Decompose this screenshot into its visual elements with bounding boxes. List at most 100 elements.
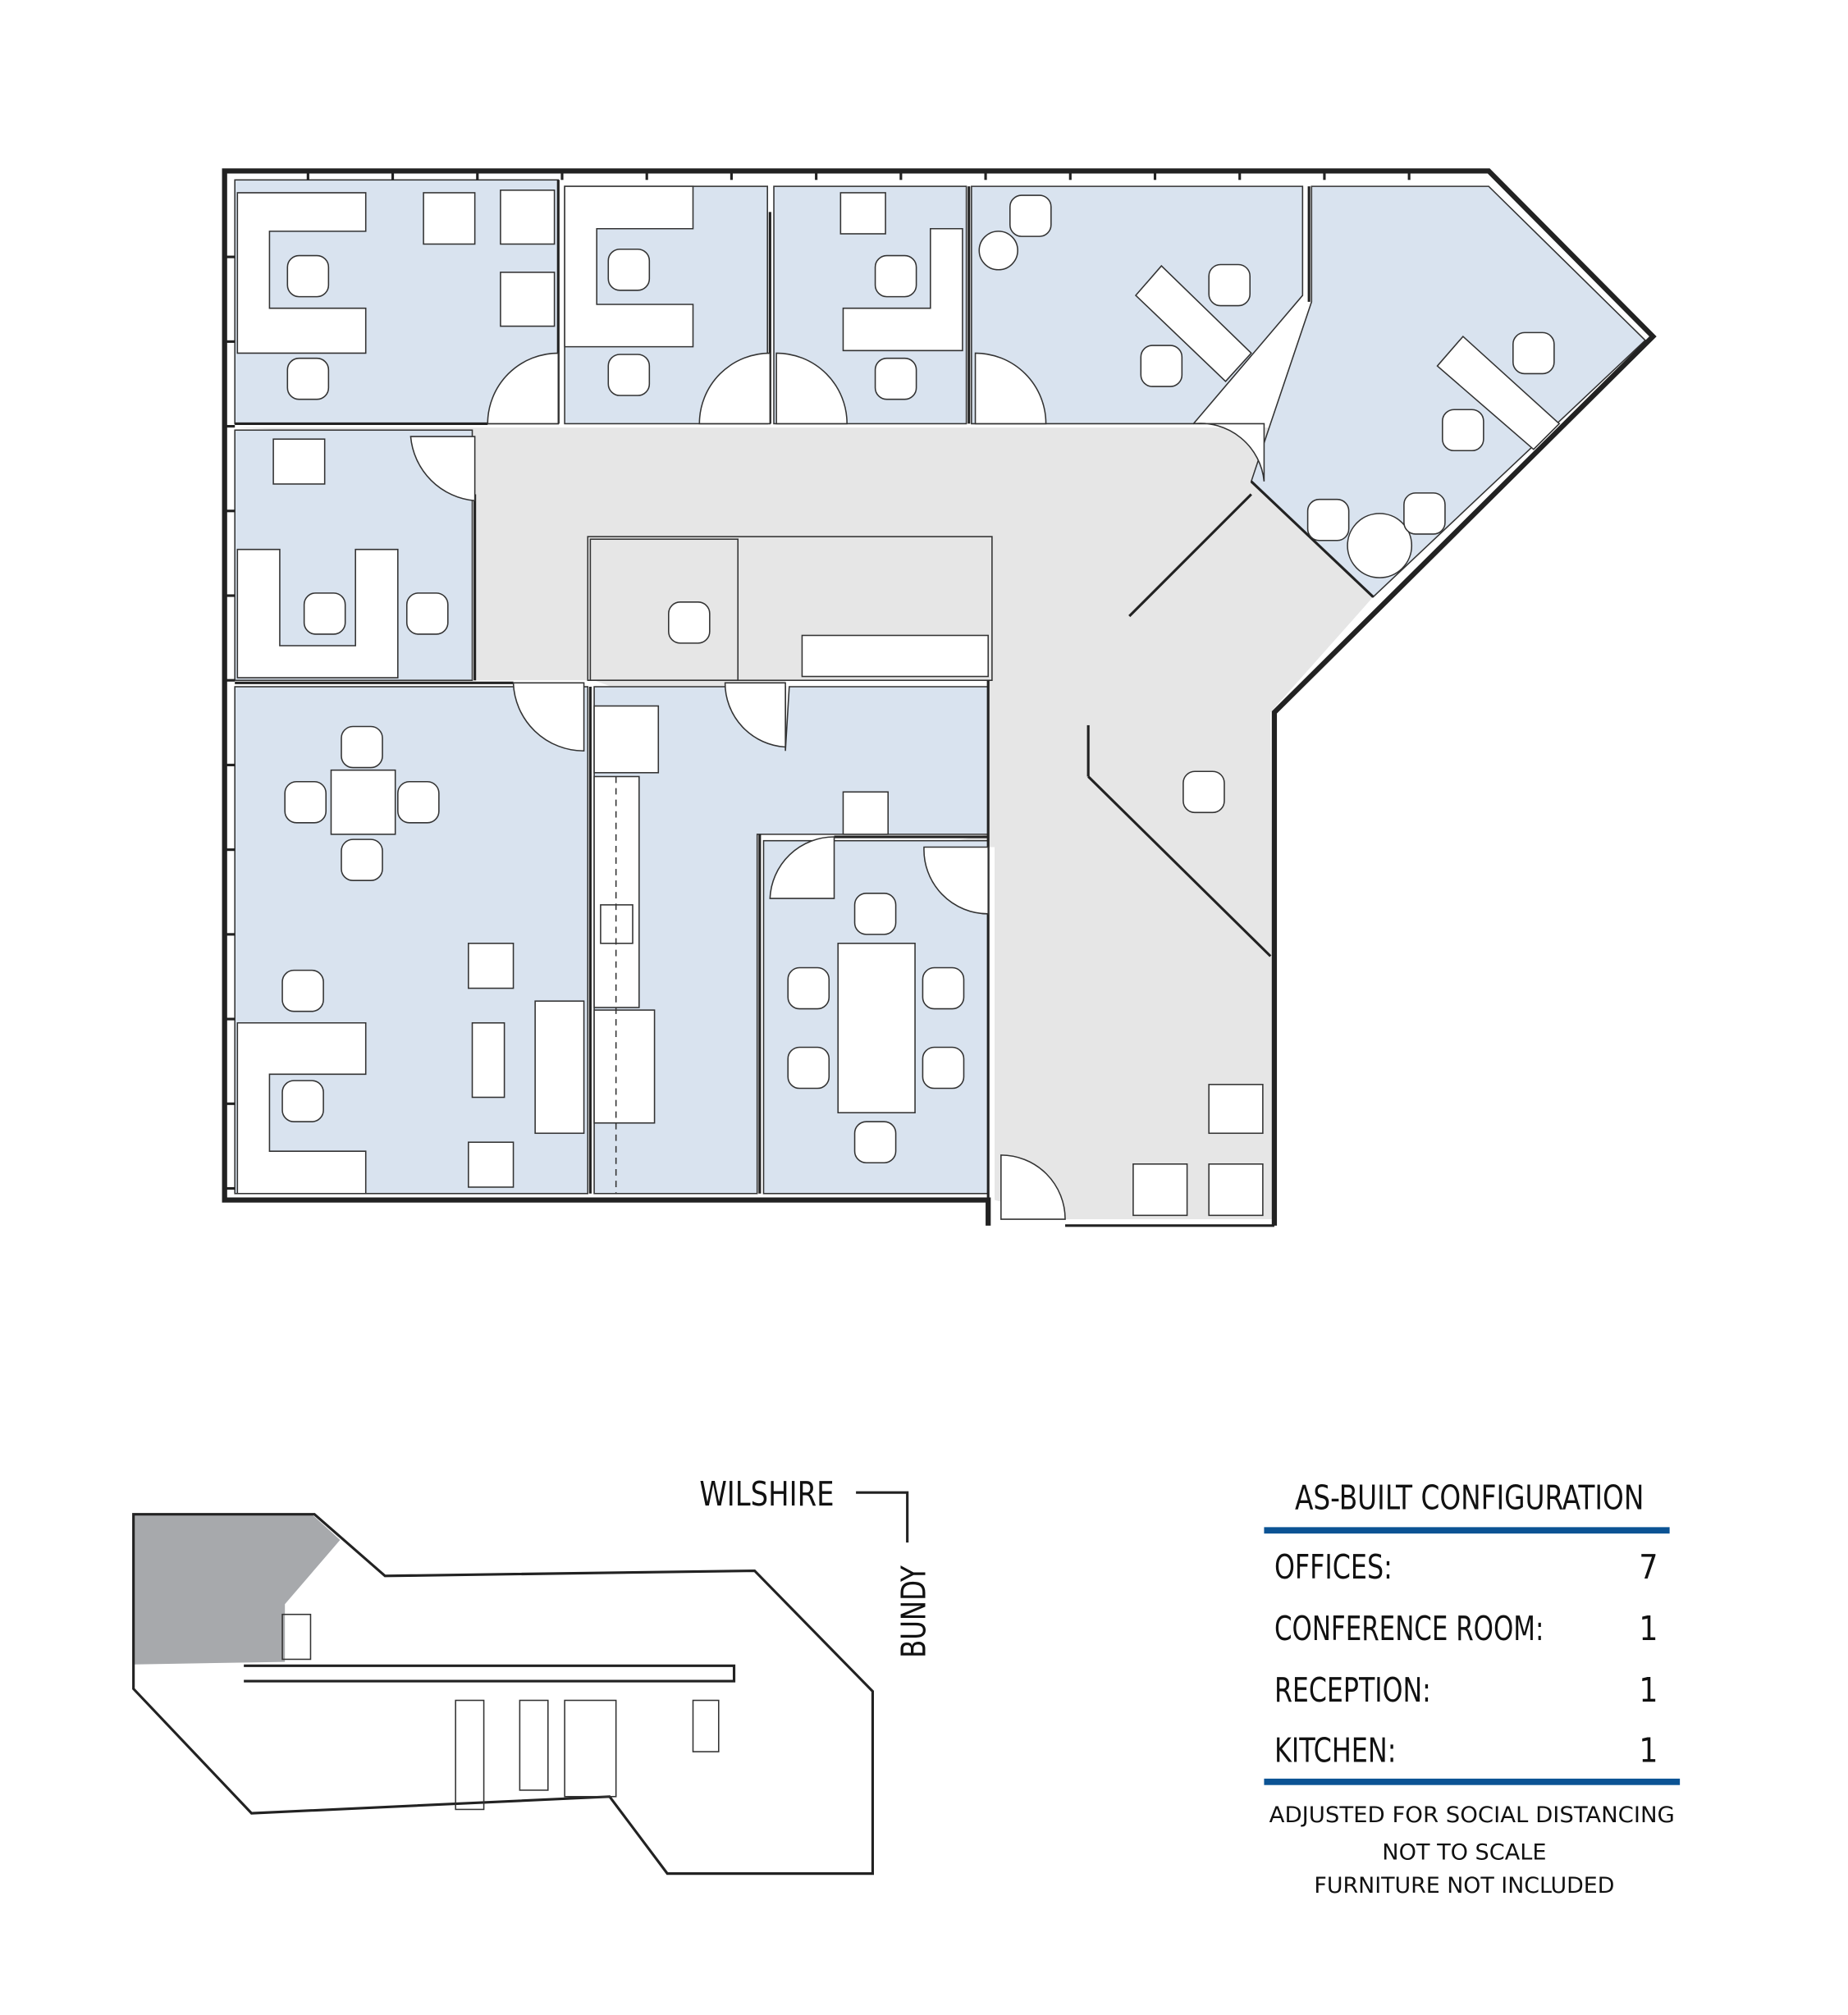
desk-office-4 <box>1134 264 1252 382</box>
chair <box>303 592 346 635</box>
chair <box>281 1080 324 1122</box>
armchair <box>468 943 515 989</box>
desk-office-7 <box>236 1021 367 1195</box>
chair <box>787 1046 830 1090</box>
door-suite-entry[interactable] <box>1000 1154 1066 1220</box>
legend-row-value: 1 <box>1639 1609 1658 1648</box>
chair <box>607 354 651 396</box>
legend-note: NOT TO SCALE <box>1382 1839 1546 1865</box>
chair <box>1512 331 1555 375</box>
desk-office-6 <box>236 548 399 679</box>
chair <box>787 966 830 1010</box>
chair <box>922 1046 965 1090</box>
reception-enclosure <box>587 536 993 681</box>
door-office-3[interactable] <box>775 352 848 425</box>
key-plan-elevators <box>281 1613 720 1811</box>
armchair <box>500 272 556 327</box>
doors <box>409 352 1265 1220</box>
street-label-wilshire: WILSHIRE <box>699 1474 834 1514</box>
legend-note: FURNITURE NOT INCLUDED <box>1314 1873 1614 1898</box>
armchair <box>1132 1163 1188 1217</box>
chair <box>405 592 449 635</box>
configuration-legend: AS-BUILT CONFIGURATION OFFICES: 7 CONFER… <box>1264 1478 1681 1898</box>
chair <box>874 254 917 298</box>
chairs <box>281 194 1555 1164</box>
window-mullions <box>224 171 1411 1190</box>
chair <box>341 725 383 769</box>
armchair <box>1208 1163 1264 1217</box>
armchair <box>468 1141 515 1188</box>
conference-table <box>837 943 916 1114</box>
kitchen-sink <box>600 904 634 944</box>
door-kitchen[interactable] <box>724 682 786 748</box>
legend-row-value: 1 <box>1639 1670 1658 1710</box>
door-conference[interactable] <box>769 836 835 899</box>
street-label-bundy: BUNDY <box>894 1565 934 1658</box>
legend-row-label: OFFICES: <box>1274 1547 1393 1587</box>
chair <box>922 966 965 1010</box>
reception-counter <box>801 634 989 678</box>
armchair <box>423 192 476 245</box>
desk-office-3 <box>842 227 963 352</box>
reception-desk <box>589 538 739 681</box>
exterior-wall <box>222 168 1657 1226</box>
chair <box>1009 194 1052 237</box>
legend-bottom-rule <box>1264 1778 1681 1785</box>
key-plan-outline <box>132 1513 875 1876</box>
chair <box>853 1121 897 1164</box>
chair <box>286 254 330 298</box>
round-table <box>1347 513 1413 578</box>
interior-walls <box>235 180 1375 1200</box>
door-office-5[interactable] <box>1193 423 1265 482</box>
chair <box>1140 345 1183 387</box>
refrigerator <box>593 705 660 774</box>
chair <box>284 780 327 824</box>
chair <box>1182 770 1225 814</box>
desk-office-2 <box>564 185 694 348</box>
legend-row-label: RECEPTION: <box>1274 1670 1431 1710</box>
chair <box>1208 263 1251 307</box>
key-plan-core <box>244 1664 736 1683</box>
sofa <box>534 1000 585 1135</box>
cabinet <box>839 192 886 235</box>
main-floor-plan <box>222 168 1657 1227</box>
kitchen-island <box>593 1009 656 1124</box>
chair <box>397 780 440 824</box>
legend-row-value: 1 <box>1639 1731 1658 1771</box>
legend-row-value: 7 <box>1639 1547 1658 1587</box>
legend-note: ADJUSTED FOR SOCIAL DISTANCING <box>1269 1803 1675 1828</box>
chair <box>853 893 897 935</box>
desk-office-5 <box>1436 335 1561 450</box>
meeting-table <box>330 769 396 835</box>
corridor <box>235 427 1374 1220</box>
chair <box>281 969 324 1012</box>
door-suite-inner[interactable] <box>923 846 989 915</box>
armchair <box>272 438 326 485</box>
coffee-table <box>471 1021 505 1099</box>
chair <box>1442 409 1484 452</box>
legend-row-label: CONFERENCE ROOM: <box>1274 1609 1544 1648</box>
cabinet <box>500 190 556 245</box>
door-office-6[interactable] <box>409 436 476 502</box>
chair <box>1403 492 1446 535</box>
chair <box>1306 498 1350 541</box>
north-arrow-line <box>856 1491 909 1543</box>
door-office-7[interactable] <box>512 682 585 752</box>
door-office-4[interactable] <box>974 352 1047 425</box>
chair <box>874 357 917 400</box>
door-office-1[interactable] <box>487 352 560 425</box>
key-plan: WILSHIRE BUNDY <box>132 1474 934 1876</box>
armchair <box>1208 1084 1264 1135</box>
legend-top-rule <box>1264 1527 1670 1534</box>
chair <box>668 601 711 644</box>
desk-office-1 <box>236 192 367 354</box>
door-office-2[interactable] <box>698 352 771 425</box>
chair <box>607 248 651 291</box>
chair <box>286 357 330 400</box>
legend-row-label: KITCHEN: <box>1274 1731 1397 1771</box>
legend-title: AS-BUILT CONFIGURATION <box>1295 1478 1644 1517</box>
key-plan-highlight <box>133 1514 341 1665</box>
round-table <box>978 231 1018 271</box>
chair <box>341 838 383 881</box>
